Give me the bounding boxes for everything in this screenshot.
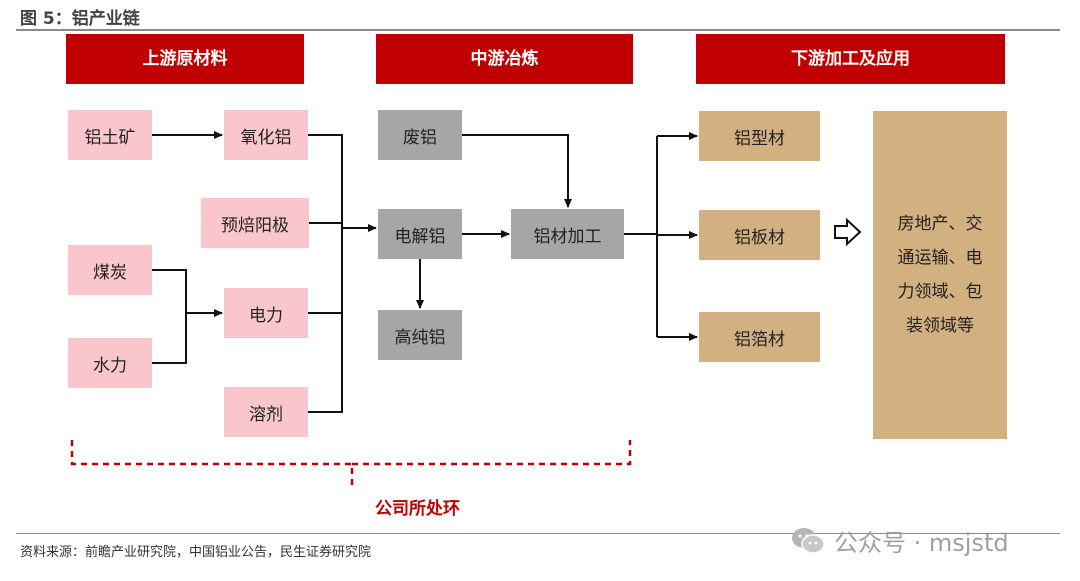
node-high-purity-aluminum: 高纯铝 — [378, 310, 462, 360]
header-upstream: 上游原材料 — [66, 34, 304, 84]
wechat-icon — [792, 527, 825, 554]
node-flux: 溶剂 — [224, 387, 308, 437]
node-coal: 煤炭 — [68, 245, 152, 295]
node-bauxite: 铝土矿 — [68, 110, 152, 160]
node-prebaked-anode: 预焙阳极 — [201, 198, 309, 248]
line-upstream-collector — [308, 134, 343, 413]
node-scrap-aluminum: 废铝 — [378, 110, 462, 160]
node-applications: 房地产、交通运输、电力领域、包装领域等 — [873, 111, 1007, 439]
node-aluminum-profile: 铝型材 — [699, 111, 820, 161]
line-coal-hydro — [152, 269, 187, 364]
source-note: 资料来源：前瞻产业研究院，中国铝业公告，民生证券研究院 — [20, 545, 372, 560]
company-segment-label: 公司所处环 — [375, 499, 460, 519]
figure-title: 图 5：铝产业链 — [20, 9, 140, 29]
header-midstream: 中游冶炼 — [376, 34, 633, 84]
top-rule — [16, 29, 1060, 31]
header-downstream: 下游加工及应用 — [696, 34, 1005, 84]
node-hydro: 水力 — [68, 338, 152, 388]
node-aluminum-processing: 铝材加工 — [511, 209, 624, 259]
arrow-to-applications — [834, 217, 862, 247]
node-aluminum-sheet: 铝板材 — [699, 210, 820, 260]
watermark-text: 公众号 · msjstd — [834, 529, 1009, 557]
node-aluminum-foil: 铝箔材 — [699, 312, 820, 362]
watermark: 公众号 · msjstd — [790, 523, 1009, 558]
node-alumina: 氧化铝 — [224, 110, 308, 160]
node-electricity: 电力 — [224, 288, 308, 338]
node-electrolytic-aluminum: 电解铝 — [378, 209, 462, 259]
company-segment-brace — [70, 440, 632, 488]
arrow-scrap-processing — [462, 134, 572, 208]
bottom-rule — [16, 533, 1060, 534]
